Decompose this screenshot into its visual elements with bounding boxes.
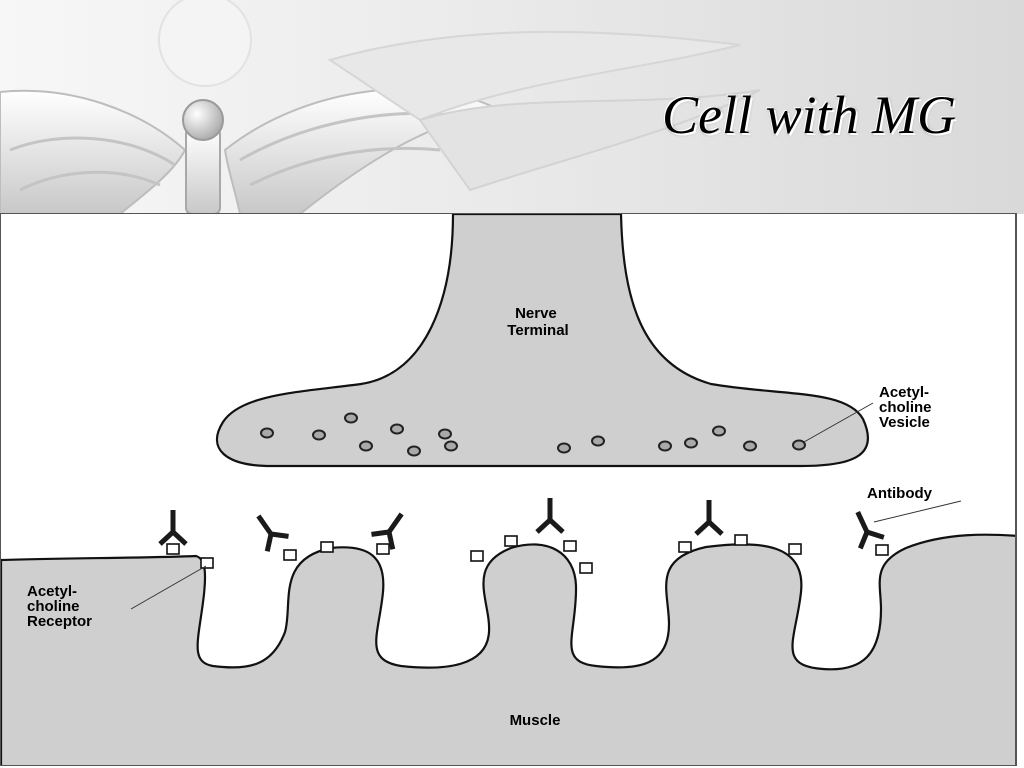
antibody-label: Antibody: [867, 485, 933, 502]
antibody-icon: [855, 511, 885, 550]
slide-title: Cell with MG: [662, 85, 956, 145]
vesicle-icon: [444, 440, 458, 452]
receptor-icon: [734, 534, 748, 546]
antibody-icon: [371, 512, 404, 550]
nerve-terminal: [216, 214, 869, 468]
synapse-diagram-svg: Nerve Terminal Acetyl- choline Vesicle: [1, 214, 1015, 765]
vesicle-icon: [390, 423, 404, 435]
vesicle-icon: [359, 440, 373, 452]
vesicle-group: [260, 412, 806, 457]
receptor-callout-line: [130, 565, 207, 610]
receptor-icon: [283, 549, 297, 561]
vesicle-icon: [344, 412, 358, 424]
vesicle-icon: [557, 442, 571, 454]
receptor-icon: [875, 544, 889, 556]
antibody-icon: [256, 514, 289, 552]
vesicle-icon: [312, 429, 326, 441]
receptor-icon: [678, 541, 692, 553]
antibody-icon: [158, 510, 188, 546]
synapse-diagram: Nerve Terminal Acetyl- choline Vesicle: [0, 213, 1017, 766]
vesicle-callout-line: [803, 402, 874, 443]
antibody-group: [158, 498, 885, 552]
receptor-icon: [376, 543, 390, 555]
receptor-label: Acetyl- choline Receptor: [27, 583, 92, 630]
vesicle-icon: [684, 437, 698, 449]
vesicle-icon: [658, 440, 672, 452]
receptor-icon: [579, 562, 593, 574]
receptor-icon: [788, 543, 802, 555]
vesicle-label: Acetyl- choline Vesicle: [879, 384, 936, 431]
vesicle-icon: [260, 427, 274, 439]
vesicle-icon: [591, 435, 605, 447]
vesicle-icon: [438, 428, 452, 440]
vesicle-icon: [743, 440, 757, 452]
receptor-icon: [504, 535, 518, 547]
receptor-icon: [470, 550, 484, 562]
vesicle-icon: [712, 425, 726, 437]
antibody-icon: [694, 500, 724, 536]
antibody-callout-line: [873, 500, 962, 523]
vesicle-icon: [792, 439, 806, 451]
receptor-group: [166, 534, 889, 574]
vesicle-icon: [407, 445, 421, 457]
nerve-terminal-label: Nerve Terminal: [507, 305, 568, 339]
receptor-icon: [563, 540, 577, 552]
caduceus-wings-icon: [0, 0, 761, 214]
antibody-icon: [535, 498, 565, 534]
slide-header: Cell with MG: [0, 0, 1024, 214]
muscle-label: Muscle: [510, 712, 561, 729]
receptor-icon: [200, 557, 214, 569]
receptor-icon: [166, 543, 180, 555]
receptor-icon: [320, 541, 334, 553]
muscle-tissue: [1, 533, 1015, 765]
